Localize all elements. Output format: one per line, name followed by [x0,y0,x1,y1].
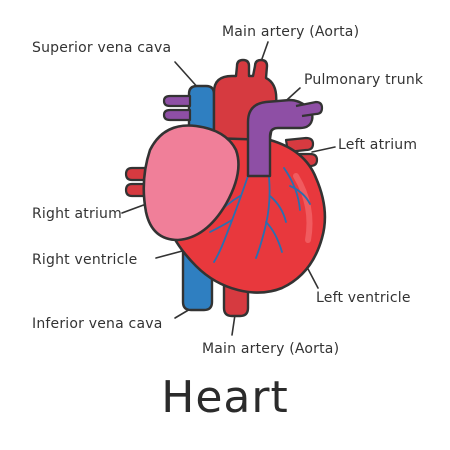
leader-left-atrium [311,146,336,153]
right-atrium-shape [142,124,240,242]
left-stub-upper [124,166,150,182]
label-left-ventricle: Left ventricle [316,290,411,306]
heart-highlight [293,173,313,243]
right-pulmonary-vein-shape [162,94,192,108]
label-pulmonary-trunk: Pulmonary trunk [304,72,424,88]
diagram-title: Heart [161,372,289,423]
label-superior-vena-cava: Superior vena cava [32,40,172,56]
label-main-artery-bottom: Main artery (Aorta) [202,341,340,357]
label-inferior-vena-cava: Inferior vena cava [32,316,163,332]
label-right-ventricle: Right ventricle [32,252,138,268]
label-right-atrium: Right atrium [32,206,122,222]
label-left-atrium: Left atrium [338,137,418,153]
label-main-artery-top: Main artery (Aorta) [222,24,360,40]
pulmonary-branch [295,100,324,118]
right-pulmonary-artery-shape [162,108,192,122]
